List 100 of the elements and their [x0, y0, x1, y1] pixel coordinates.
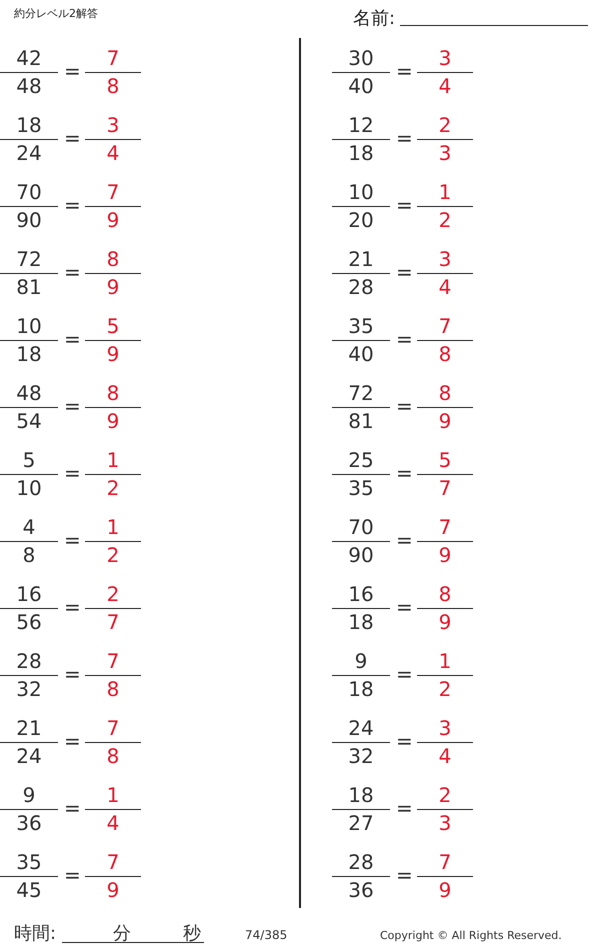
numerator: 72 [15, 247, 43, 271]
answer-denominator: 7 [438, 476, 452, 500]
denominator: 32 [347, 744, 375, 768]
denominator: 18 [347, 677, 375, 701]
answer-numerator: 8 [106, 247, 120, 271]
answer-numerator: 3 [438, 46, 452, 70]
denominator: 40 [347, 74, 375, 98]
worksheet-title: 約分レベル2解答 [14, 6, 98, 21]
answer-numerator: 1 [106, 515, 120, 539]
denominator: 81 [15, 275, 43, 299]
numerator: 10 [347, 180, 375, 204]
answer-denominator: 4 [438, 74, 452, 98]
answer-numerator: 2 [438, 113, 452, 137]
denominator: 24 [15, 141, 43, 165]
denominator: 90 [15, 208, 43, 232]
name-label: 名前: [353, 7, 396, 30]
numerator: 12 [347, 113, 375, 137]
equals-sign: = [64, 126, 81, 150]
denominator: 48 [15, 74, 43, 98]
answer-numerator: 8 [106, 381, 120, 405]
equals-sign: = [64, 595, 81, 619]
answer-numerator: 3 [106, 113, 120, 137]
answer-numerator: 7 [438, 314, 452, 338]
equals-sign: = [64, 729, 81, 753]
answer-denominator: 3 [438, 811, 452, 835]
answer-numerator: 3 [438, 247, 452, 271]
equals-sign: = [396, 461, 413, 485]
equals-sign: = [396, 595, 413, 619]
denominator: 32 [15, 677, 43, 701]
equals-sign: = [64, 260, 81, 284]
denominator: 27 [347, 811, 375, 835]
equals-sign: = [64, 327, 81, 351]
answer-numerator: 7 [106, 649, 120, 673]
equals-sign: = [396, 126, 413, 150]
answer-numerator: 3 [438, 716, 452, 740]
numerator: 35 [347, 314, 375, 338]
denominator: 18 [347, 141, 375, 165]
answer-numerator: 5 [438, 448, 452, 472]
answer-numerator: 1 [106, 783, 120, 807]
answer-denominator: 9 [438, 878, 452, 902]
answer-denominator: 8 [438, 342, 452, 366]
answer-denominator: 2 [438, 208, 452, 232]
equals-sign: = [64, 394, 81, 418]
answer-denominator: 9 [106, 208, 120, 232]
numerator: 30 [347, 46, 375, 70]
denominator: 10 [15, 476, 43, 500]
equals-sign: = [64, 461, 81, 485]
denominator: 28 [347, 275, 375, 299]
answer-denominator: 9 [438, 409, 452, 433]
denominator: 35 [347, 476, 375, 500]
answer-denominator: 4 [106, 811, 120, 835]
numerator: 42 [15, 46, 43, 70]
answer-numerator: 5 [106, 314, 120, 338]
denominator: 54 [15, 409, 43, 433]
denominator: 40 [347, 342, 375, 366]
answer-denominator: 8 [106, 744, 120, 768]
answer-numerator: 2 [106, 582, 120, 606]
numerator: 10 [15, 314, 43, 338]
numerator: 28 [15, 649, 43, 673]
answer-numerator: 7 [438, 850, 452, 874]
equals-sign: = [396, 59, 413, 83]
minutes-label: 分 [113, 922, 131, 945]
page-number: 74/385 [245, 928, 288, 942]
answer-numerator: 7 [106, 46, 120, 70]
answer-numerator: 7 [106, 180, 120, 204]
answer-denominator: 9 [438, 610, 452, 634]
answer-denominator: 9 [106, 342, 120, 366]
numerator: 72 [347, 381, 375, 405]
answer-denominator: 2 [106, 476, 120, 500]
equals-sign: = [64, 796, 81, 820]
answer-numerator: 1 [438, 649, 452, 673]
answer-numerator: 8 [438, 381, 452, 405]
answer-denominator: 7 [106, 610, 120, 634]
numerator: 18 [15, 113, 43, 137]
numerator: 48 [15, 381, 43, 405]
answer-denominator: 9 [106, 275, 120, 299]
denominator: 36 [347, 878, 375, 902]
equals-sign: = [64, 863, 81, 887]
answer-numerator: 7 [106, 850, 120, 874]
answer-denominator: 8 [106, 74, 120, 98]
answer-numerator: 7 [438, 515, 452, 539]
numerator: 28 [347, 850, 375, 874]
numerator: 21 [347, 247, 375, 271]
answer-denominator: 9 [438, 543, 452, 567]
denominator: 18 [347, 610, 375, 634]
equals-sign: = [64, 528, 81, 552]
numerator: 4 [22, 515, 36, 539]
numerator: 16 [15, 582, 43, 606]
numerator: 18 [347, 783, 375, 807]
time-label: 時間: [14, 922, 56, 945]
numerator: 9 [354, 649, 368, 673]
answer-denominator: 9 [106, 878, 120, 902]
answer-denominator: 4 [438, 744, 452, 768]
equals-sign: = [396, 796, 413, 820]
numerator: 35 [15, 850, 43, 874]
numerator: 9 [22, 783, 36, 807]
numerator: 70 [347, 515, 375, 539]
equals-sign: = [64, 59, 81, 83]
denominator: 24 [15, 744, 43, 768]
equals-sign: = [396, 394, 413, 418]
